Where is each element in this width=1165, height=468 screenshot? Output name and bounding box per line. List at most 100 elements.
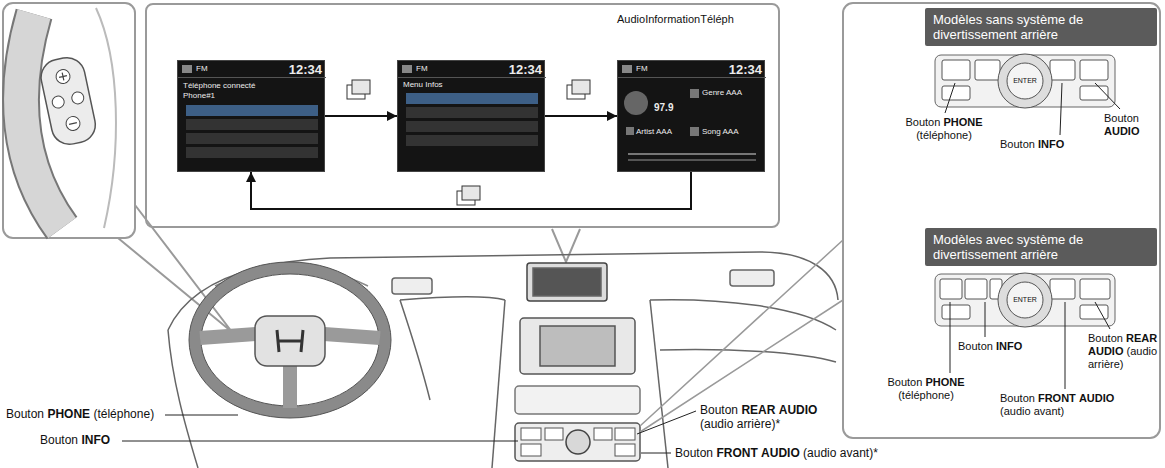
screen-text: Genre AAA <box>702 88 742 98</box>
dashboard-part <box>520 318 635 374</box>
screen-text: 97.9 <box>654 102 673 114</box>
flow-line <box>325 115 397 117</box>
control-unit-part <box>1080 86 1108 100</box>
bold-word: REAR <box>1126 332 1157 344</box>
text-slot: Bouton REAR AUDIO (audio arrière)* <box>700 403 840 431</box>
dashboard-part <box>521 444 541 456</box>
leader-line-part <box>165 415 238 416</box>
dashboard-part <box>392 278 432 294</box>
bold-word: PHONE <box>925 376 964 388</box>
screen-graphic <box>622 65 632 73</box>
screen-graphic <box>690 127 699 136</box>
control-unit-part <box>998 273 1052 327</box>
heading-text: Modèles sans système de divertissement a… <box>933 12 1149 42</box>
steering-closeup-part-part <box>58 72 67 81</box>
screen-graphic <box>406 93 538 104</box>
bold-word: INFO <box>1038 138 1064 150</box>
text-slot: ENTER <box>1000 76 1050 85</box>
bold-word: INFO <box>996 340 1022 352</box>
knob-text: ENTER <box>1000 295 1050 304</box>
screen-graphic <box>186 133 318 144</box>
text-slot: Phone#1 <box>183 91 215 101</box>
dashboard-part <box>594 428 612 440</box>
text-slot: Bouton FRONT AUDIO (audio avant) <box>1000 392 1120 418</box>
text-slot: Artist AAA <box>636 127 672 137</box>
control-unit-part <box>942 86 970 100</box>
flow-line <box>545 115 617 117</box>
screen-text: FM <box>416 64 428 74</box>
steering-closeup-part-part <box>65 115 82 132</box>
dashboard-part <box>660 350 836 363</box>
control-unit <box>935 273 1115 327</box>
screen-graphic <box>690 89 699 98</box>
leader-line-part <box>641 453 671 454</box>
dashboard-part <box>255 316 325 366</box>
text-slot: Bouton AUDIO <box>1104 112 1160 138</box>
button-label: Bouton INFO <box>958 340 1038 353</box>
dashboard-part <box>515 386 640 414</box>
dashboard-part <box>527 263 607 301</box>
dashboard-part <box>650 300 836 330</box>
text-slot: AudioInformationTéléph <box>617 13 734 26</box>
variant-heading-band: Modèles avec système de divertissement a… <box>925 228 1157 266</box>
text-slot: Bouton INFO <box>958 340 1038 353</box>
steering-closeup-part-part <box>51 95 65 109</box>
screen-graphic <box>626 127 634 135</box>
flow-arrow <box>325 111 397 121</box>
variant-panel-part <box>843 3 1160 438</box>
bold-word: INFO <box>81 433 110 447</box>
bold-word: AUDIO <box>761 446 800 460</box>
control-unit-part <box>1050 279 1075 299</box>
flow-arrow <box>246 172 691 209</box>
leader-line-part <box>637 411 696 434</box>
panel-heading: AudioInformationTéléph <box>617 13 734 26</box>
dashboard-part <box>515 423 640 461</box>
leader-line-part <box>950 302 951 373</box>
steering-closeup-part <box>38 54 99 147</box>
mode-icon-part <box>462 186 480 200</box>
bold-word: PHONE <box>943 116 982 128</box>
dashboard-part <box>615 428 635 440</box>
text-slot: Song AAA <box>702 127 738 137</box>
mode-icon <box>457 186 480 205</box>
text-slot: 12:34 <box>274 62 322 77</box>
leader-line-part <box>122 441 518 442</box>
dashboard-part <box>540 326 615 366</box>
flow-line <box>251 172 691 209</box>
button-label: Bouton FRONT AUDIO (audio avant)* <box>675 446 935 460</box>
text-slot: Genre AAA <box>702 88 742 98</box>
text-slot: 97.9 <box>654 102 673 114</box>
leader-line-part <box>985 302 986 337</box>
screen-graphic <box>186 147 318 158</box>
screen-text: Menu Infos <box>403 80 443 90</box>
steering-closeup-part-part <box>55 68 72 85</box>
control-unit <box>935 54 1115 108</box>
screen-graphic <box>178 77 326 78</box>
steering-closeup-part-part <box>69 123 77 125</box>
dashboard-part <box>521 428 541 440</box>
bold-word: AUDIO <box>779 403 818 417</box>
control-unit-part <box>998 54 1052 108</box>
screen-text: Phone#1 <box>183 91 215 101</box>
text-slot: Téléphone connecté <box>183 81 256 91</box>
arrow-head <box>387 111 397 121</box>
variant-heading-band: Modèles sans système de divertissement a… <box>925 8 1157 46</box>
button-label: Bouton FRONT AUDIO (audio avant) <box>1000 392 1120 418</box>
bold-word: AUDIO <box>1079 392 1114 404</box>
dashboard-part <box>277 330 303 352</box>
dashboard <box>168 252 838 468</box>
screen-graphic <box>618 77 766 78</box>
screen-graphic <box>406 121 538 132</box>
text-slot: FM <box>196 64 208 74</box>
steering-closeup-part-part <box>38 54 99 147</box>
screen-graphic <box>624 91 648 115</box>
leader-line-part <box>1060 83 1062 135</box>
text-slot: FM <box>416 64 428 74</box>
dashboard-part <box>533 268 601 296</box>
screen-text: Artist AAA <box>636 127 672 137</box>
control-unit-part <box>975 60 1000 80</box>
screen-graphic <box>406 107 538 118</box>
bold-word: REAR <box>741 403 775 417</box>
control-unit-part <box>942 60 970 80</box>
button-label: Bouton INFO <box>40 433 160 447</box>
